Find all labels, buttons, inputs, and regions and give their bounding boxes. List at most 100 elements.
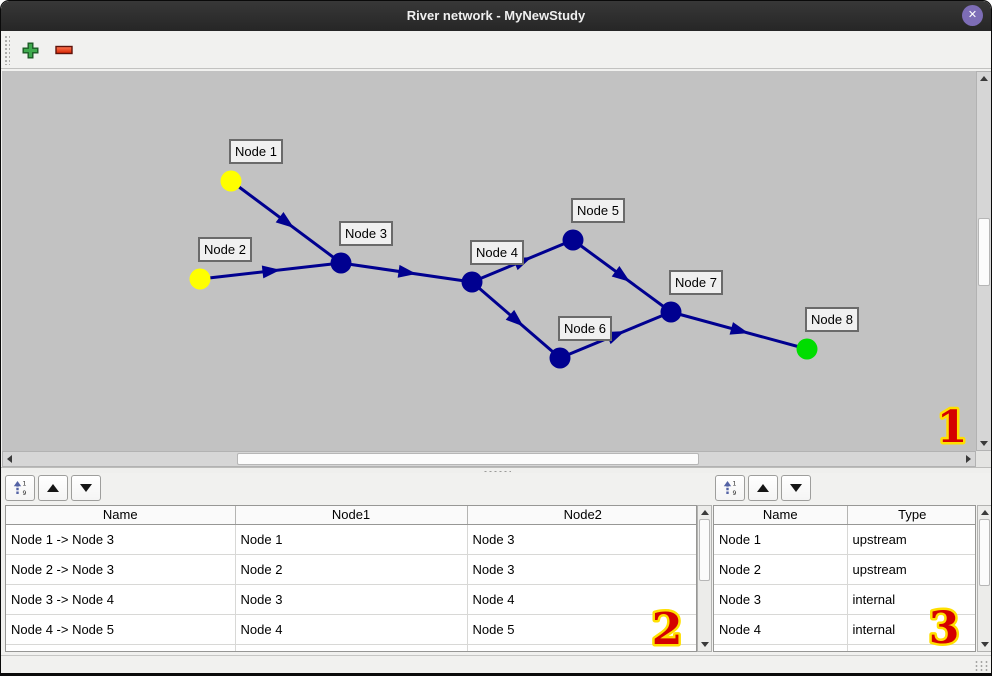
node-label: Node 3	[345, 226, 387, 241]
scroll-down-button[interactable]	[978, 638, 991, 651]
scroll-left-button[interactable]	[3, 452, 16, 466]
horizontal-scroll-thumb[interactable]	[237, 453, 699, 465]
titlebar[interactable]: River network - MyNewStudy ✕	[1, 1, 991, 31]
graph-node[interactable]	[461, 271, 483, 293]
scroll-down-button[interactable]	[977, 437, 991, 450]
table-cell[interactable]: upstream	[847, 524, 975, 555]
table-cell-empty	[847, 644, 975, 651]
reaches-table-scrollbar[interactable]	[697, 505, 712, 652]
node-label-box[interactable]	[571, 198, 625, 223]
table-cell[interactable]: internal	[847, 584, 975, 615]
graph-node[interactable]	[796, 338, 818, 360]
table-cell[interactable]: Node 5	[467, 614, 696, 645]
add-button[interactable]	[17, 37, 43, 63]
minus-icon	[55, 45, 73, 55]
node-label: Node 8	[811, 312, 853, 327]
vertical-scroll-thumb[interactable]	[978, 218, 990, 286]
column-header-node2[interactable]: Node2	[467, 506, 696, 525]
status-bar	[1, 655, 991, 673]
scroll-up-button[interactable]	[698, 506, 711, 519]
table-cell[interactable]: Node 3	[467, 524, 696, 555]
node-label-box[interactable]	[558, 316, 612, 341]
column-header-name[interactable]: Name	[714, 506, 848, 525]
svg-text:9: 9	[733, 490, 737, 496]
canvas-vertical-scrollbar[interactable]	[976, 71, 991, 451]
vertical-scroll-thumb[interactable]	[699, 519, 710, 581]
sort-ascending-icon: 1 9	[13, 481, 27, 496]
table-cell[interactable]: Node 4	[467, 584, 696, 615]
graph-node[interactable]	[660, 301, 682, 323]
scroll-up-button[interactable]	[977, 72, 991, 85]
close-button[interactable]: ✕	[962, 5, 983, 26]
table-cell[interactable]: Node 2 -> Node 3	[6, 554, 236, 585]
table-cell[interactable]: Node 1	[714, 524, 848, 555]
node-label: Node 1	[235, 144, 277, 159]
reaches-move-up-button[interactable]	[38, 475, 68, 501]
svg-text:1: 1	[23, 481, 27, 488]
remove-button[interactable]	[51, 37, 77, 63]
node-label-box[interactable]	[229, 139, 283, 164]
scroll-right-button[interactable]	[962, 452, 975, 466]
table-cell[interactable]: upstream	[847, 554, 975, 585]
resize-grip-icon[interactable]	[974, 660, 988, 672]
table-cell[interactable]: Node 2	[235, 554, 468, 585]
graph-node[interactable]	[220, 170, 242, 192]
table-cell[interactable]: Node 1	[235, 524, 468, 555]
vertical-scroll-thumb[interactable]	[979, 519, 990, 586]
node-label-box[interactable]	[669, 270, 723, 295]
table-cell[interactable]: Node 4	[714, 614, 848, 645]
graph-node[interactable]	[562, 229, 584, 251]
window-title: River network - MyNewStudy	[406, 8, 586, 23]
table-cell[interactable]: Node 4	[235, 614, 468, 645]
table-cell[interactable]: Node 2	[714, 554, 848, 585]
table-cell[interactable]: Node 3	[467, 554, 696, 585]
column-header-node1[interactable]: Node1	[235, 506, 468, 525]
nodes-move-up-button[interactable]	[748, 475, 778, 501]
table-cell[interactable]: Node 3 -> Node 4	[6, 584, 236, 615]
table-cell[interactable]: internal	[847, 614, 975, 645]
node-label-box[interactable]	[805, 307, 859, 332]
table-cell-empty	[714, 644, 848, 651]
reaches-sort-button[interactable]: 1 9	[5, 475, 35, 501]
splitter-handle-icon	[483, 470, 511, 473]
node-label-box[interactable]	[198, 237, 252, 262]
horizontal-splitter[interactable]	[1, 467, 991, 473]
node-label-box[interactable]	[470, 240, 524, 265]
graph-node[interactable]	[330, 252, 352, 274]
nodes-table-scrollbar[interactable]	[977, 505, 991, 652]
reaches-move-down-button[interactable]	[71, 475, 101, 501]
scroll-down-button[interactable]	[698, 638, 711, 651]
graph-node[interactable]	[189, 268, 211, 290]
reach-arrow-icon	[261, 265, 281, 279]
scroll-up-button[interactable]	[978, 506, 991, 519]
arrow-down-icon	[980, 642, 989, 647]
graph-node[interactable]	[549, 347, 571, 369]
table-cell-empty	[235, 644, 468, 651]
arrow-up-icon	[980, 510, 989, 515]
table-cell-empty	[6, 644, 236, 651]
nodes-move-down-button[interactable]	[781, 475, 811, 501]
table-cell[interactable]: Node 4 -> Node 5	[6, 614, 236, 645]
node-label: Node 6	[564, 321, 606, 336]
node-label: Node 4	[476, 245, 518, 260]
canvas-horizontal-scrollbar[interactable]	[2, 451, 976, 467]
column-header-type[interactable]: Type	[847, 506, 975, 525]
node-label-box[interactable]	[339, 221, 393, 246]
table-cell[interactable]: Node 1 -> Node 3	[6, 524, 236, 555]
table-cell[interactable]: Node 3	[235, 584, 468, 615]
toolbar-drag-handle[interactable]	[4, 35, 10, 65]
table-cell[interactable]: Node 3	[714, 584, 848, 615]
column-header-name[interactable]: Name	[6, 506, 236, 525]
nodes-sort-button[interactable]: 1 9	[715, 475, 745, 501]
